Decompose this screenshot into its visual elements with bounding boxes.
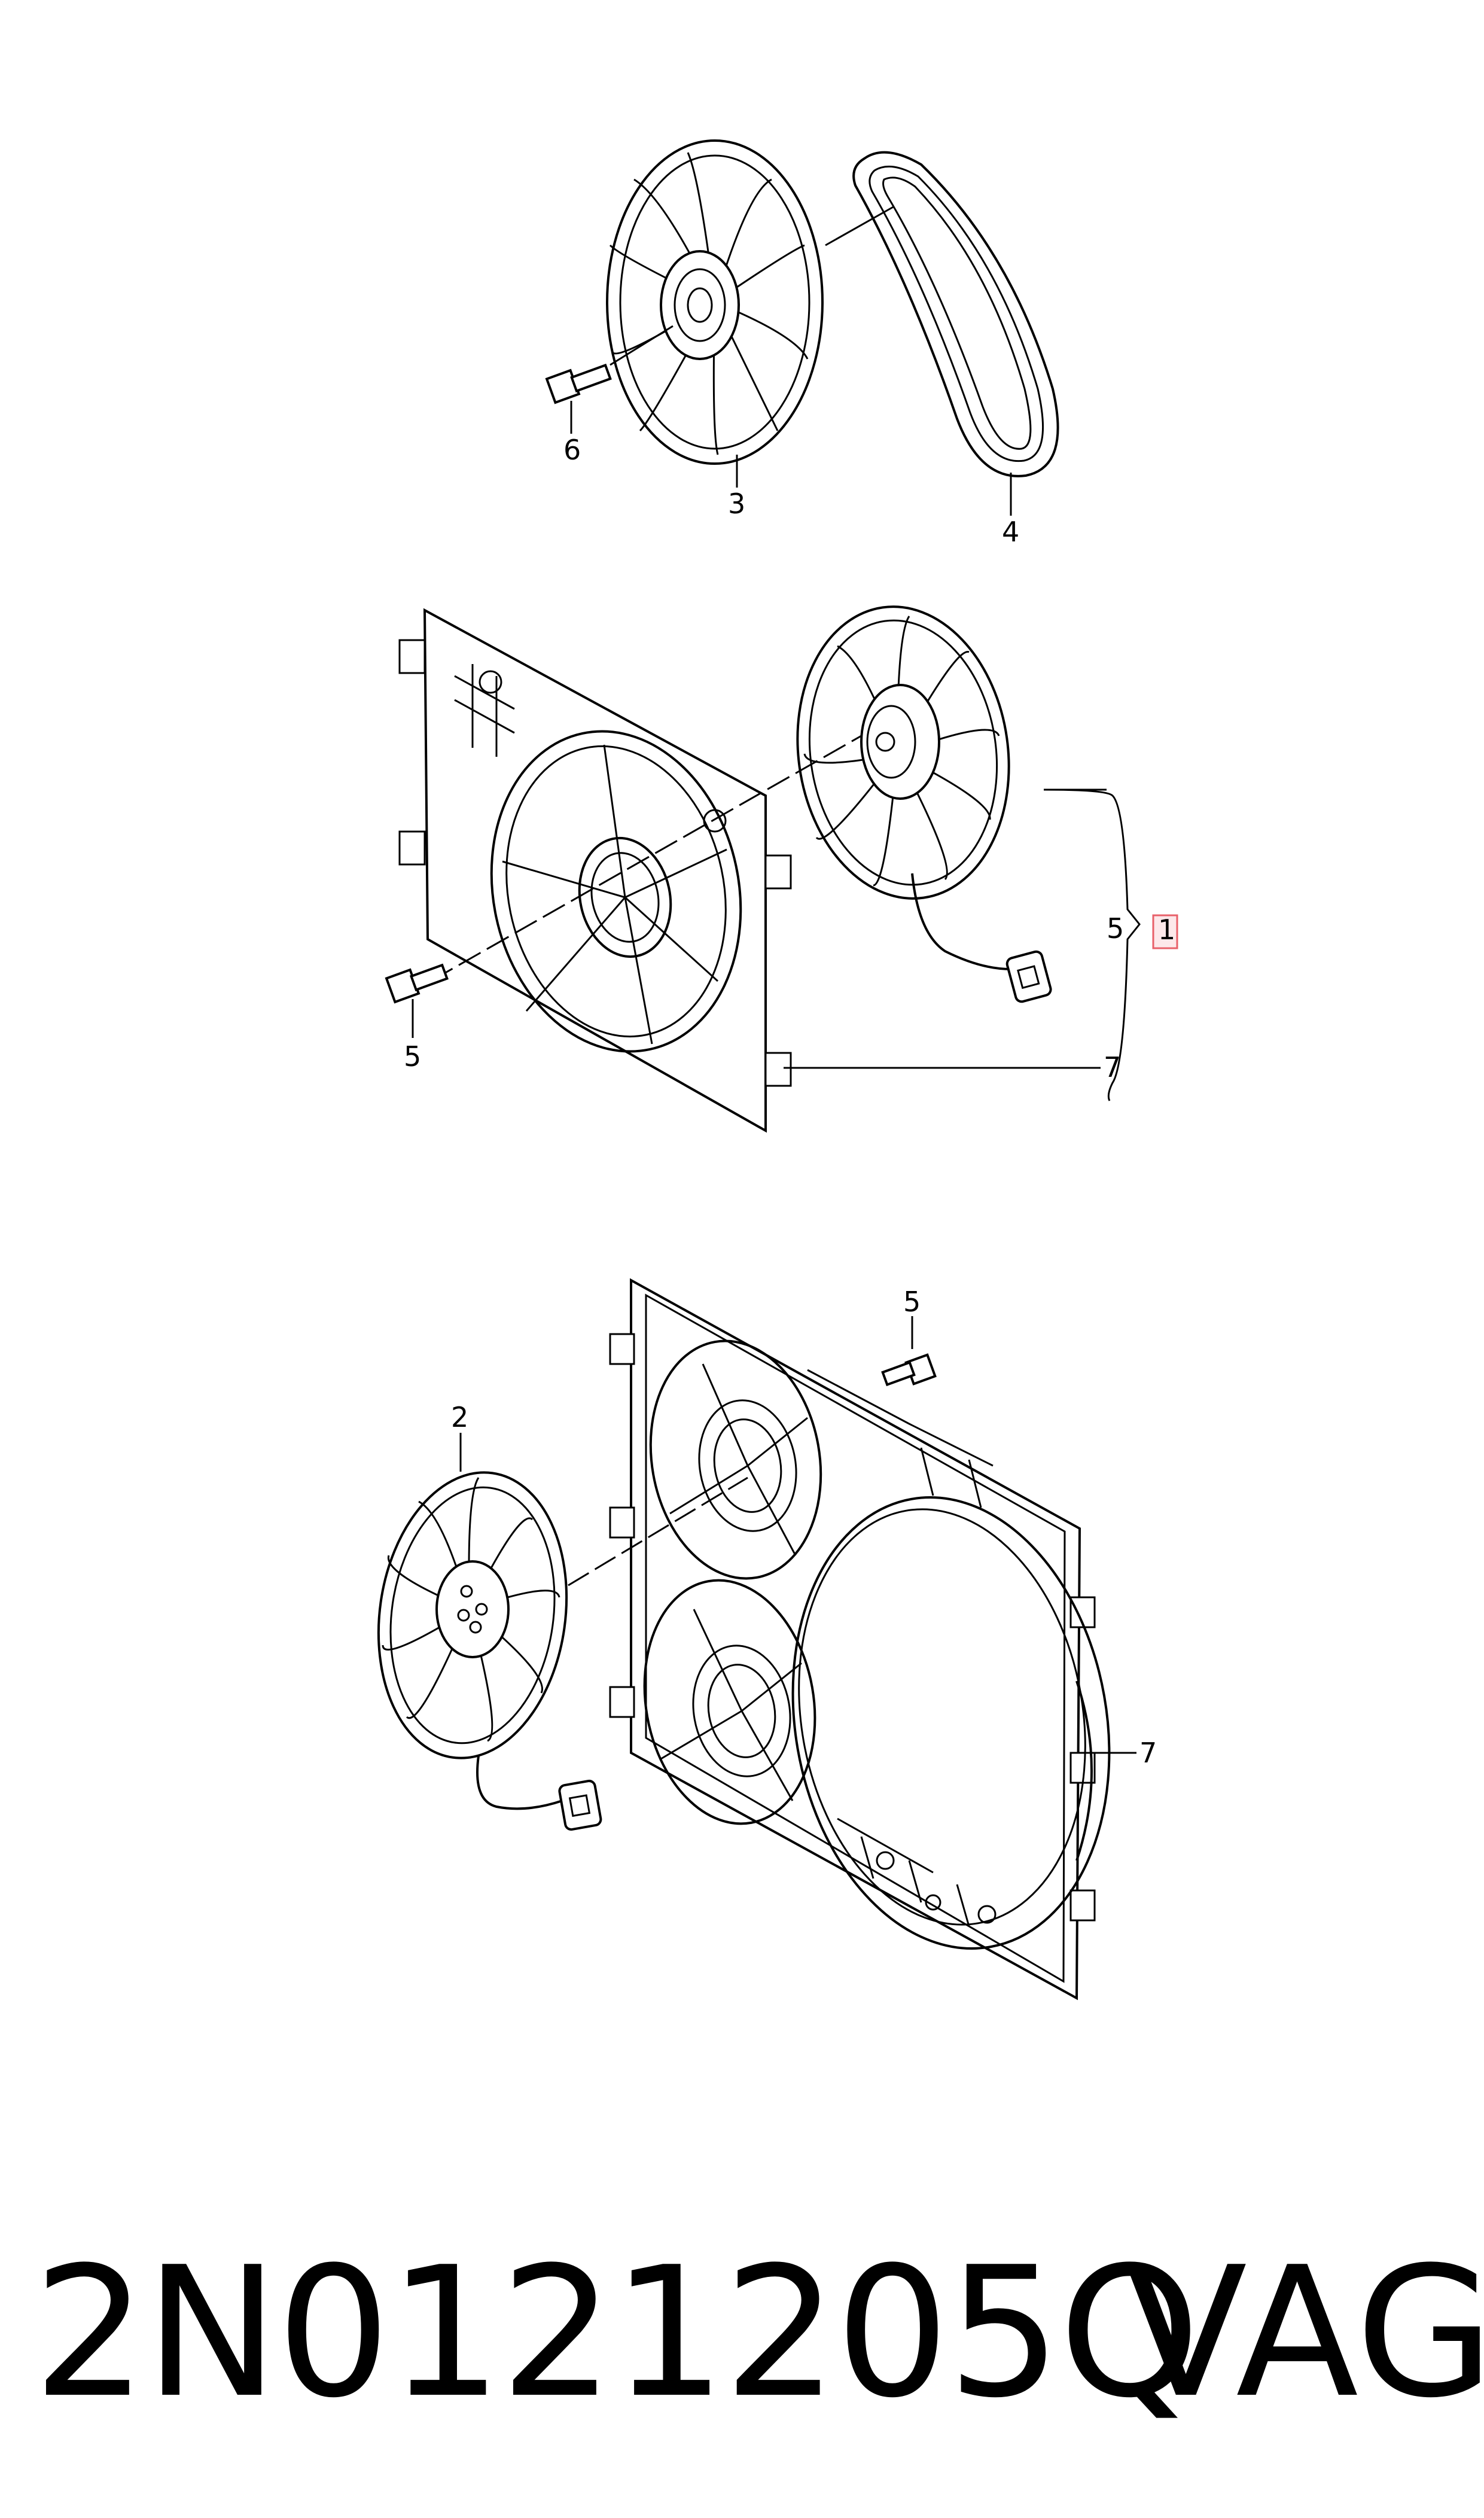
callout-2: 2 — [451, 1401, 468, 1433]
callout-7b: 7 — [1139, 1737, 1157, 1769]
viscous-fan-3 — [606, 139, 824, 465]
callout-3: 3 — [728, 488, 745, 520]
bolt-6 — [545, 363, 612, 404]
highlight-box — [1152, 914, 1178, 949]
callout-5c: 5 — [903, 1286, 921, 1318]
dual-fan-shroud-7 — [609, 1278, 1111, 2001]
electric-fan-motor — [796, 605, 1052, 1003]
poly-v-belt-4 — [852, 151, 1059, 477]
part-number: 2N0121205Q — [33, 2228, 1200, 2437]
callout-7a: 7 — [1104, 1051, 1121, 1083]
electric-fan-2 — [377, 1471, 602, 1831]
fan-shroud-7 — [398, 608, 792, 1133]
callout-6: 6 — [563, 434, 581, 466]
callout-4: 4 — [1002, 516, 1019, 548]
bolt-axis-line — [610, 325, 674, 366]
assembly-axis-line — [430, 735, 862, 982]
callout-5a: 5 — [404, 1040, 421, 1073]
assembly-axis-line-2 — [568, 1476, 748, 1587]
belt-leader — [825, 205, 895, 246]
bolt-5-lower — [881, 1353, 937, 1387]
brand-name: VAG — [1125, 2228, 1484, 2437]
callout-5b: 5 — [1107, 912, 1124, 945]
callout-1: 1 — [1158, 914, 1175, 946]
bracket-brace — [1043, 788, 1141, 1101]
bolt-5-upper — [385, 963, 449, 1004]
